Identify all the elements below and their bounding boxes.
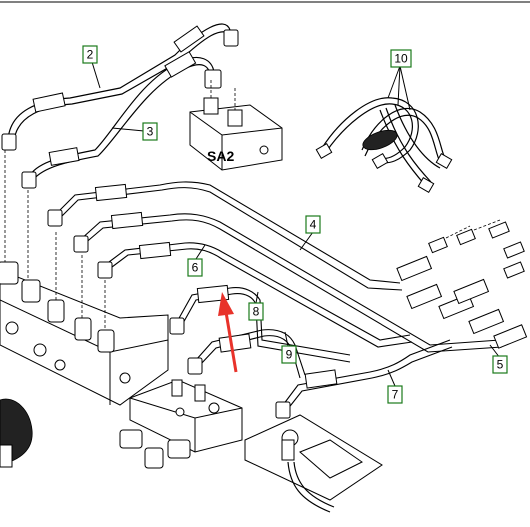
tube-5 — [73, 211, 503, 353]
callout-2: 2 — [82, 45, 98, 64]
callout-6-label: 6 — [192, 261, 199, 275]
indicator-arrow — [218, 292, 238, 373]
callout-5-label: 5 — [497, 358, 504, 372]
callout-3-label: 3 — [147, 125, 154, 139]
tube-8 — [169, 284, 351, 363]
leader-lines — [91, 61, 501, 387]
callout-4-label: 4 — [310, 218, 317, 232]
sa2-label: SA2 — [207, 148, 234, 164]
callout-7: 7 — [387, 385, 403, 404]
callout-10-label: 10 — [394, 52, 408, 66]
lower-bracket — [119, 379, 243, 469]
callout-5: 5 — [492, 355, 508, 374]
callout-2-label: 2 — [87, 48, 94, 62]
callout-7-label: 7 — [392, 388, 399, 402]
callout-8-label: 8 — [253, 305, 260, 319]
hose-3 — [21, 51, 222, 189]
left-manifold — [0, 150, 169, 406]
tube-7 — [275, 339, 453, 419]
sa2-block — [189, 80, 283, 171]
right-lower-plate — [244, 414, 383, 513]
hose-bundle-10 — [315, 97, 453, 194]
tube-4 — [47, 181, 403, 291]
callout-6: 6 — [187, 258, 203, 277]
left-dark-component — [0, 398, 33, 468]
callout-4: 4 — [305, 215, 321, 234]
callout-10: 10 — [390, 49, 412, 68]
callout-3: 3 — [142, 122, 158, 141]
callout-9: 9 — [281, 345, 297, 364]
callout-9-label: 9 — [286, 348, 293, 362]
callout-8: 8 — [248, 302, 264, 321]
tube-6 — [97, 241, 413, 348]
right-fittings — [396, 219, 528, 349]
hose-2 — [1, 23, 239, 151]
